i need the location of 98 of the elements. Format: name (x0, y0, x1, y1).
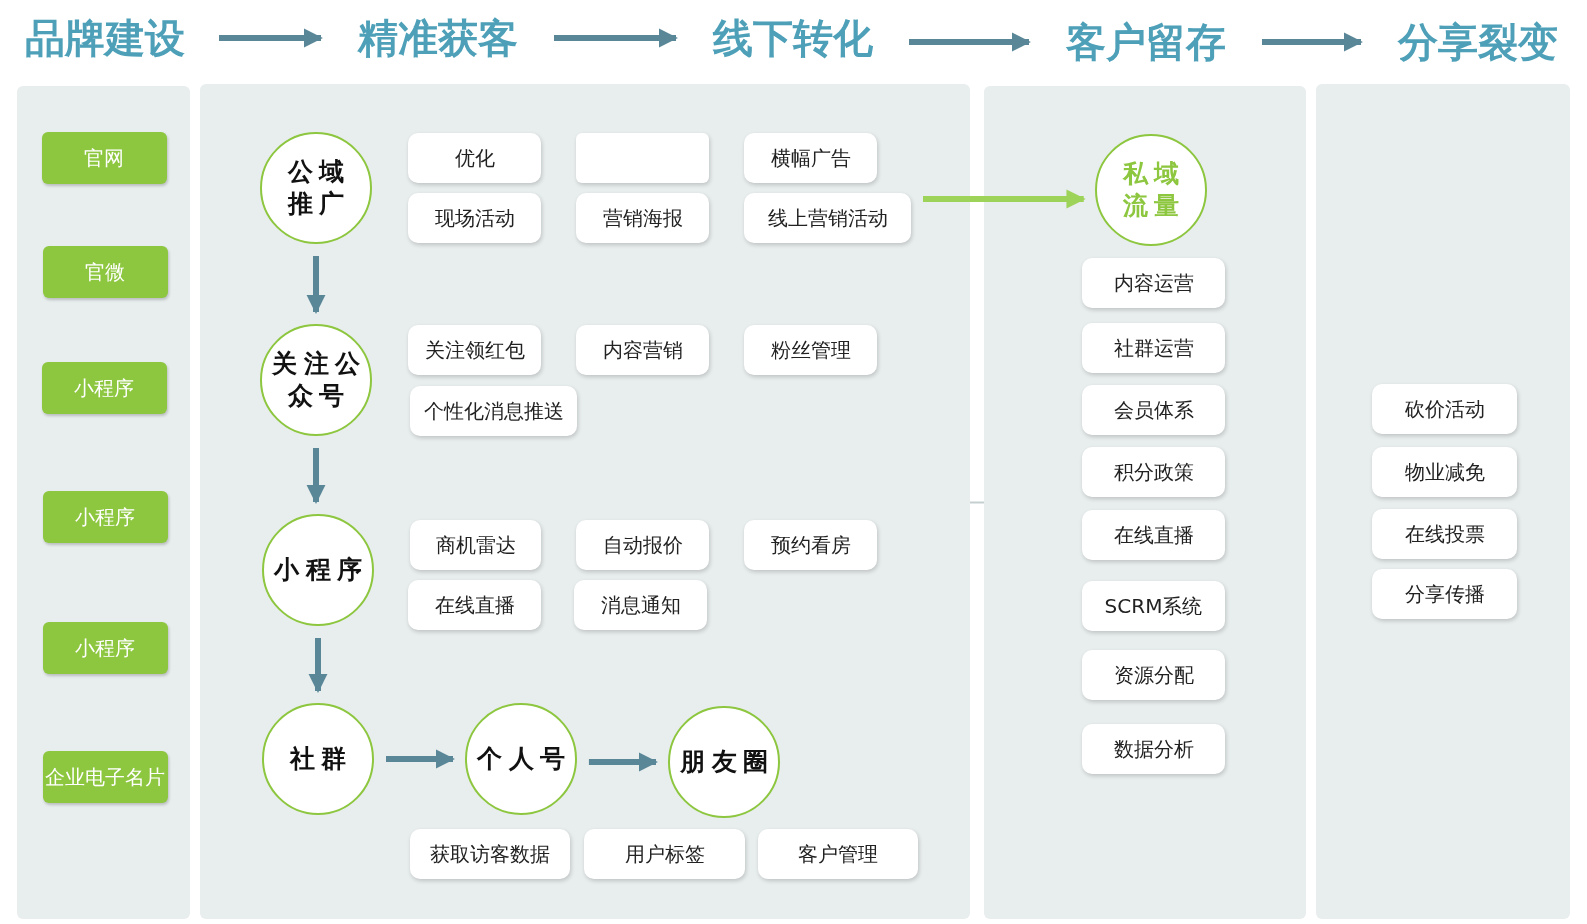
feature-tag (410, 520, 541, 570)
stage-heading: 线下转化 (712, 13, 873, 63)
feature-tag (408, 325, 541, 375)
arrow (306, 448, 326, 504)
label-text: 企业电子名片 (45, 763, 165, 791)
feature-tag (744, 133, 877, 183)
channel-box (42, 491, 168, 543)
label-text: 营销海报 (602, 204, 683, 232)
label-text: 客户管理 (798, 840, 878, 868)
feature-tag (1082, 724, 1225, 774)
label-text: 内容运营 (1113, 269, 1194, 297)
channel-box (42, 622, 168, 674)
column-panel (200, 84, 970, 919)
feature-tag (584, 829, 745, 879)
channel-box (42, 246, 168, 298)
label-text: 小程序 (74, 374, 134, 402)
label-text: 关注领红包 (424, 336, 525, 364)
label-text: 优化 (454, 144, 495, 172)
feature-tag (1082, 258, 1225, 308)
arrow (588, 752, 658, 772)
label-text: 预约看房 (770, 531, 851, 559)
label-text: 线上营销活动 (767, 204, 888, 232)
label-text: 自动报价 (602, 531, 683, 559)
feature-tag (1082, 385, 1225, 435)
label-text: 消息通知 (600, 591, 681, 619)
feature-tag (574, 580, 707, 630)
label-text: 小程序 (272, 553, 369, 586)
label-text: 小程序 (75, 503, 135, 531)
label-text: 在线投票 (1404, 520, 1485, 548)
column-panel (984, 86, 1306, 919)
arrow (1262, 32, 1363, 52)
label-text: 资源分配 (1113, 661, 1194, 689)
arrow (308, 638, 328, 693)
column-panel (17, 86, 190, 919)
label-text: 物业减免 (1404, 458, 1485, 486)
label-text: 社群运营 (1113, 334, 1194, 362)
stage-heading: 精准获客 (357, 13, 518, 63)
label-text: 个人号 (475, 742, 572, 775)
feature-tag (1372, 509, 1517, 559)
channel-box (41, 132, 167, 184)
arrow (219, 28, 323, 48)
label-text: 官微 (85, 258, 125, 286)
arrow (554, 28, 678, 48)
feature-tag (744, 520, 877, 570)
label-text: 个性化消息推送 (423, 397, 564, 425)
channel-box (41, 362, 167, 414)
channel-box (42, 751, 168, 803)
feature-tag (1082, 581, 1225, 631)
column-panel (1316, 84, 1570, 919)
feature-tag (410, 386, 577, 436)
feature-tag (1082, 510, 1225, 560)
label-text: 积分政策 (1113, 458, 1194, 486)
label-text: 关注公众号 (271, 347, 367, 412)
feature-tag (408, 580, 541, 630)
label-text: 会员体系 (1113, 396, 1194, 424)
arrow (923, 189, 1086, 209)
label-text: 社群 (288, 742, 354, 775)
label-text: 私域流量 (1121, 157, 1187, 222)
feature-tag (744, 193, 911, 243)
label-text: SCRM系统 (1104, 592, 1203, 620)
label-text: 数据分析 (1113, 735, 1194, 763)
arrow (386, 749, 455, 769)
feature-tag (576, 520, 709, 570)
feature-tag (576, 193, 709, 243)
feature-tag (410, 829, 570, 879)
label-text: 横幅广告 (770, 144, 851, 172)
stage-heading: 品牌建设 (25, 13, 185, 63)
feature-tag (744, 325, 877, 375)
feature-tag (576, 325, 709, 375)
label-text: 小程序 (75, 634, 135, 662)
connector-line (969, 501, 985, 504)
label-text: 内容营销 (602, 336, 683, 364)
label-text: 砍价活动 (1404, 395, 1485, 423)
label-text: 现场活动 (434, 204, 515, 232)
feature-tag (576, 133, 709, 183)
label-text: 粉丝管理 (770, 336, 851, 364)
label-text: 分享传播 (1404, 580, 1485, 608)
label-text: 在线直播 (434, 591, 515, 619)
feature-tag (1082, 447, 1225, 497)
feature-tag (408, 193, 541, 243)
feature-tag (1372, 447, 1517, 497)
arrow (306, 256, 326, 314)
feature-tag (1082, 323, 1225, 373)
label-text: 用户标签 (624, 840, 705, 868)
feature-tag (1372, 384, 1517, 434)
feature-tag (1372, 569, 1517, 619)
label-text: 官网 (84, 144, 124, 172)
arrow (909, 32, 1031, 52)
label-text: 朋友圈 (679, 745, 775, 778)
feature-tag (1082, 650, 1225, 700)
stage-heading: 客户留存 (1065, 17, 1226, 67)
label-text: 商机雷达 (435, 531, 516, 559)
label-text: 公域推广 (286, 155, 352, 220)
stage-heading: 分享裂变 (1397, 17, 1558, 67)
feature-tag (408, 133, 541, 183)
label-text: 获取访客数据 (430, 840, 550, 868)
feature-tag (758, 829, 918, 879)
label-text: 在线直播 (1113, 521, 1194, 549)
